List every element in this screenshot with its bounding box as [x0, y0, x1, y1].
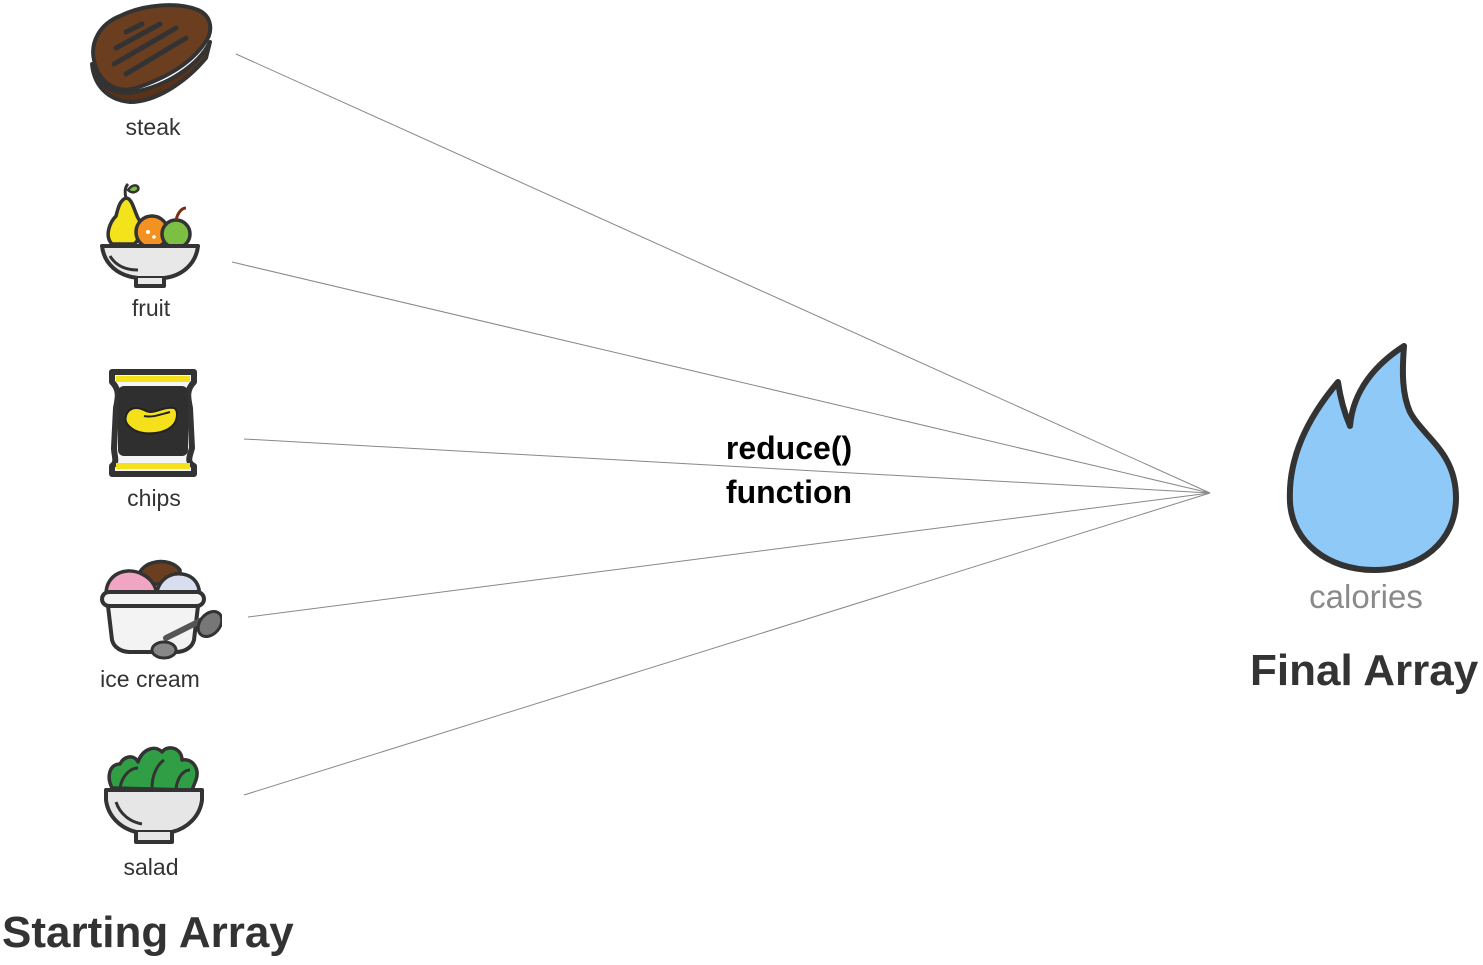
connector-salad: [243, 492, 1211, 796]
starting-array-title: Starting Array: [2, 908, 294, 957]
connector-ice-cream: [247, 492, 1211, 618]
item-label-fruit: fruit: [131, 295, 171, 321]
reduce-function-label: reduce() function: [726, 426, 852, 514]
chips-bag-icon: [109, 369, 197, 477]
reduce-label-line2: function: [725, 474, 853, 510]
result-label-calories: calories: [1309, 578, 1423, 615]
reduce-label-line1: reduce(): [725, 430, 853, 466]
salad-icon: [104, 746, 204, 844]
steak-icon: [90, 3, 213, 104]
flame-icon: [1286, 343, 1459, 573]
connector-fruit: [231, 261, 1211, 494]
item-label-salad: salad: [123, 854, 179, 880]
ice-cream-icon: [100, 559, 222, 660]
item-label-ice-cream: ice cream: [100, 666, 200, 692]
connector-steak: [235, 53, 1211, 494]
connector-chips: [243, 438, 1211, 494]
final-array-title: Final Array: [1250, 646, 1479, 695]
item-label-steak: steak: [125, 114, 181, 140]
item-label-chips: chips: [127, 485, 181, 511]
fruit-bowl-icon: [100, 182, 200, 288]
